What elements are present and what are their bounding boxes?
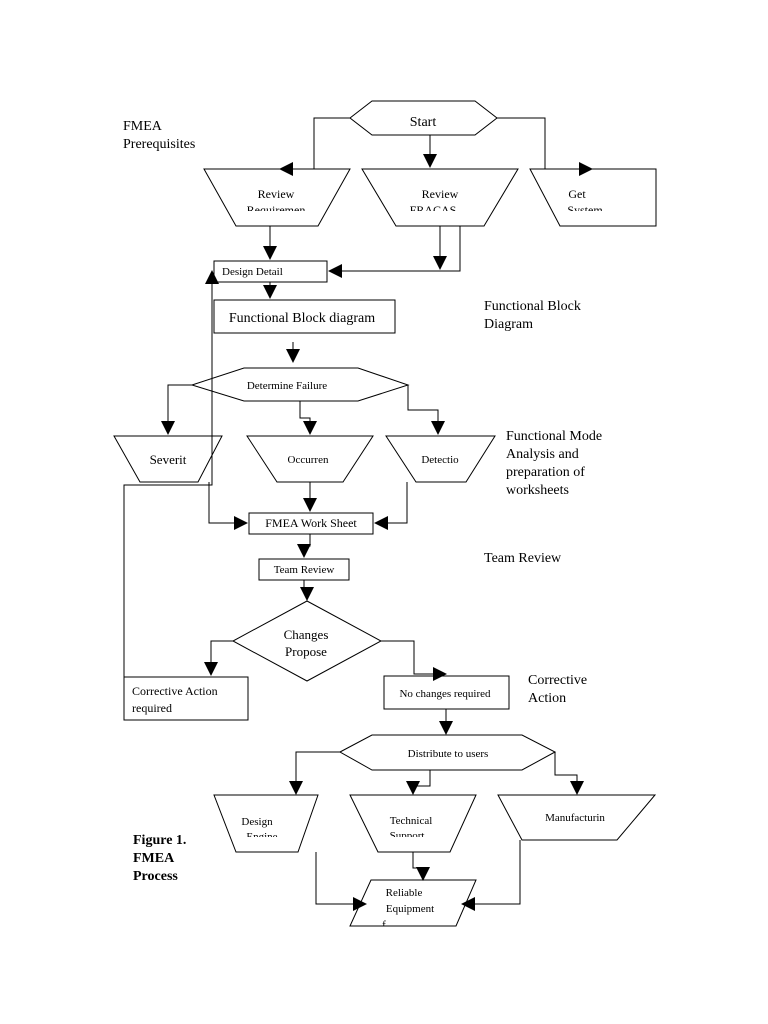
functional-block-diagram-node: [213, 299, 396, 334]
connector-design-reliable: [315, 852, 367, 911]
corrective-action-required-label-2: required: [132, 701, 172, 715]
get-system-label-2: System: [567, 203, 603, 217]
reliable-equipment-label-1: Reliable: [386, 887, 423, 899]
functional-mode-side-label: Functional Mode Analysis and preparation…: [506, 429, 603, 498]
connector-detection-worksheet: [374, 482, 408, 530]
connector-distribute-manufacturing: [554, 752, 584, 795]
corrective-action-side-label: Corrective Action: [528, 673, 588, 706]
functional-block-side-label: Functional Block Diagram: [484, 299, 581, 332]
manufacturing-label: Manufacturin: [545, 812, 605, 824]
determine-failure-label: Determine Failure: [247, 380, 327, 392]
review-requirements-label-2: Requiremen: [247, 203, 306, 217]
connector-system-detail: [328, 226, 461, 278]
get-system-label-1: Get: [568, 187, 586, 201]
team-review-box-label: Team Review: [274, 564, 335, 576]
connector-changes-nochanges: [381, 640, 447, 681]
connector-failure-severity: [161, 384, 192, 435]
occurrence-node: [246, 435, 374, 483]
design-engineering-node: [213, 794, 319, 853]
review-fracas-label-1: Review: [422, 187, 459, 201]
connector-start-requirements: [279, 117, 350, 176]
connector-worksheet-review: [297, 534, 311, 558]
fmea-worksheet-node: [248, 512, 374, 535]
connector-changes-corrective: [204, 640, 233, 676]
connector-severity-worksheet: [208, 482, 248, 530]
connector-distribute-design: [289, 751, 340, 795]
no-changes-required-label: No changes required: [399, 688, 491, 700]
connector-start-system: [497, 117, 593, 176]
detection-node: [385, 435, 496, 483]
design-engineering-label-1: Design: [241, 816, 273, 828]
start-label: Start: [410, 115, 437, 130]
connector-distribute-support: [406, 770, 431, 795]
changes-proposed-node: [231, 600, 383, 682]
connector-corrective-loop: [123, 270, 219, 677]
detection-label: Detectio: [421, 454, 459, 466]
review-requirements-label-1: Review: [258, 187, 295, 201]
reliable-equipment-label-3: f: [382, 919, 386, 931]
connector-failure-detection: [407, 385, 445, 435]
connector-failure-occurrence: [299, 401, 317, 435]
figure-caption: Figure 1. FMEA Process: [133, 833, 187, 884]
occurrence-label: Occurren: [288, 454, 329, 466]
technical-support-label-2: Support: [390, 830, 425, 842]
connector-review-changes: [300, 580, 314, 601]
connector-manufacturing-reliable: [461, 840, 521, 911]
prerequisites-label: FMEA Prerequisites: [123, 119, 196, 152]
severity-node: [113, 435, 223, 483]
technical-support-node: [349, 794, 477, 853]
severity-label: Severit: [150, 452, 187, 467]
functional-block-diagram-label: Functional Block diagram: [229, 311, 375, 326]
corrective-action-required-label-1: Corrective Action: [132, 684, 218, 698]
changes-proposed-label-2: Propose: [285, 644, 327, 659]
corrective-action-required-node: [123, 676, 249, 721]
review-fracas-label-2: FRACAS: [410, 203, 457, 217]
manufacturing-node: [497, 794, 657, 841]
review-fracas-node: [361, 168, 519, 227]
changes-proposed-label-1: Changes: [284, 627, 329, 642]
distribute-to-users-label: Distribute to users: [408, 748, 489, 760]
fmea-worksheet-label: FMEA Work Sheet: [265, 516, 357, 530]
design-engineering-label-2: Engine: [246, 831, 277, 843]
technical-support-label-1: Technical: [390, 815, 433, 827]
get-system-node: [529, 168, 657, 227]
team-review-side-label: Team Review: [484, 551, 562, 566]
reliable-equipment-label-2: Equipment: [386, 903, 434, 915]
connector-support-reliable: [412, 852, 430, 881]
design-detail-label: Design Detail: [222, 266, 283, 278]
